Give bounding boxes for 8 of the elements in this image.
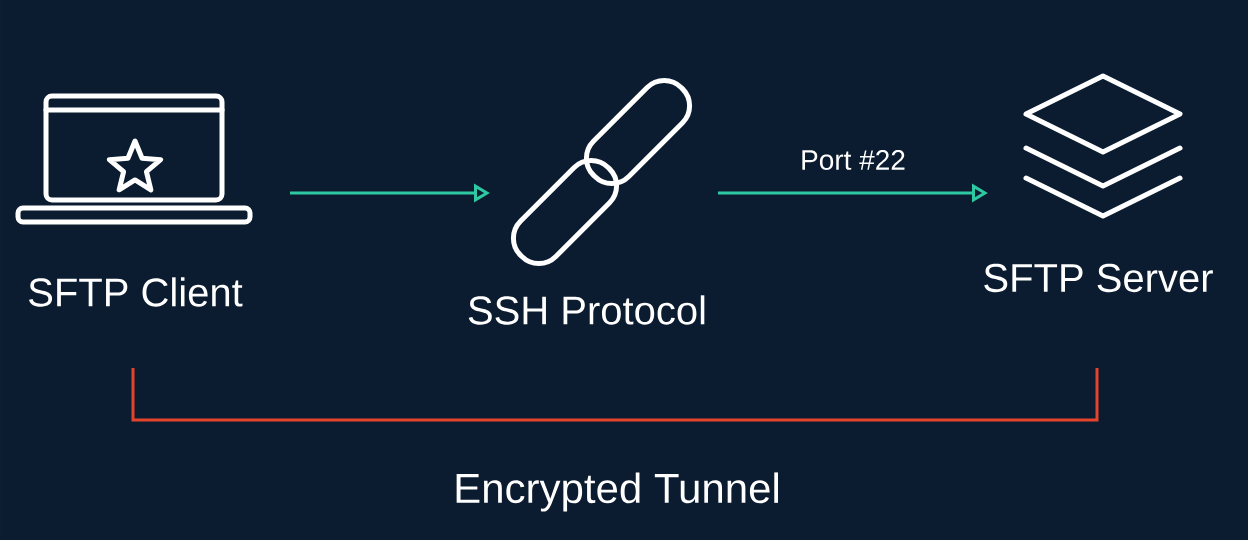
caption: Encrypted Tunnel [456, 472, 778, 512]
laptop-icon [15, 93, 253, 225]
edge-label: Port #22 [802, 150, 905, 170]
node-label: SFTP Client [29, 277, 243, 307]
node-label: SFTP Server [984, 263, 1213, 293]
layers-icon [1023, 73, 1183, 219]
node-label: SSH Protocol [468, 295, 705, 325]
chain-link-icon [510, 77, 693, 267]
